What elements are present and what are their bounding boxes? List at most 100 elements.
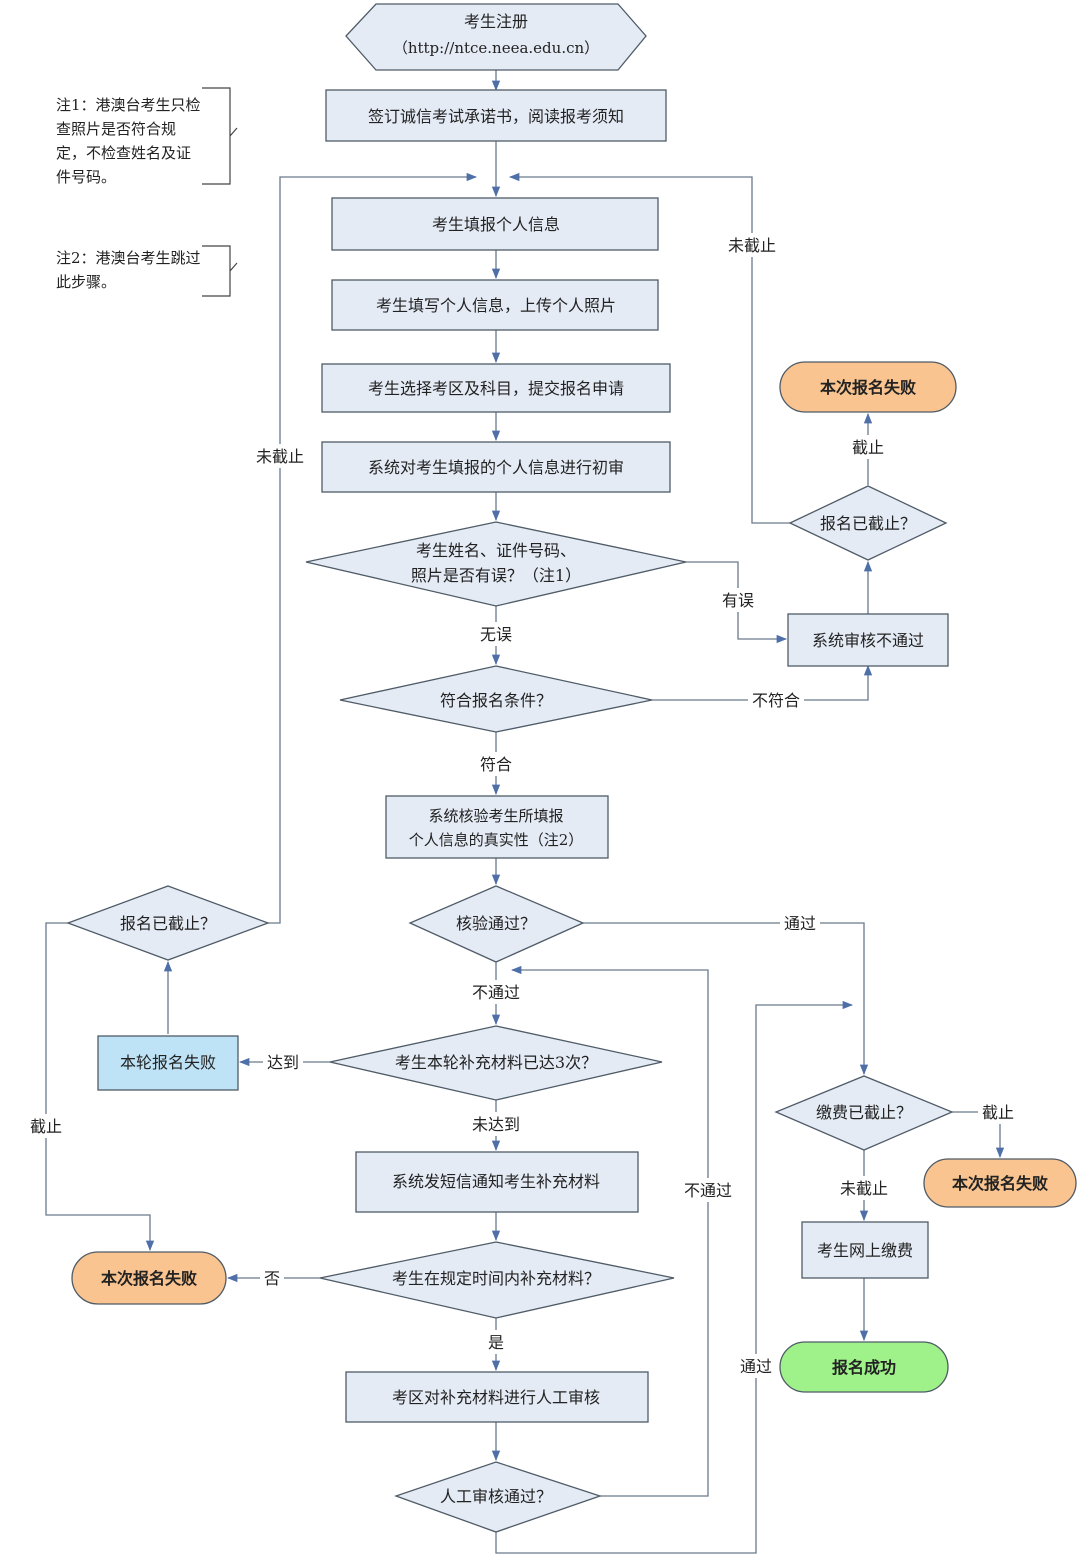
- supp-in-time-diamond: [319, 1241, 675, 1319]
- success-terminal: [779, 1341, 949, 1393]
- fail-right-text: 本次报名失败: [952, 1174, 1048, 1193]
- label-not-closed-left: 未截止: [256, 447, 304, 466]
- manual-review-box: [345, 1371, 649, 1423]
- note-1-line-4: 件号码。: [56, 168, 116, 186]
- edge-verify-ok: [583, 922, 869, 1076]
- manual-pass-text: 人工审核通过？: [440, 1487, 552, 1506]
- label-not-eligible: 不符合: [752, 691, 800, 710]
- edge-not-closed-right: [508, 172, 790, 524]
- note-1-line-1: 注1：港澳台考生只检: [56, 96, 201, 114]
- node-sign: 签订诚信考试承诺书，阅读报考须知: [325, 89, 667, 142]
- node-pay-deadline: 缴费已截止？: [774, 1075, 954, 1151]
- node-sys-fail: 系统审核不通过: [787, 613, 949, 667]
- node-start: 考生注册 （http://ntce.neea.edu.cn）: [345, 3, 647, 71]
- note-2-bracket: [202, 245, 238, 297]
- edge-manual-not-pass: [510, 965, 709, 1497]
- note-2-line-1: 注2：港澳台考生跳过: [56, 249, 201, 267]
- sys-fail-text: 系统审核不通过: [812, 631, 924, 650]
- eligible-text: 符合报名条件？: [440, 691, 552, 710]
- fail-left-text: 本次报名失败: [101, 1269, 197, 1288]
- verify-pass-text: 核验通过？: [456, 914, 536, 933]
- fail-right-terminal: [923, 1158, 1077, 1208]
- fill-info-text: 考生填报个人信息: [432, 215, 560, 234]
- node-upload-photo: 考生填写个人信息，上传个人照片: [331, 279, 659, 331]
- edge-not-eligible: [652, 664, 873, 701]
- edge-manual-pass-ok: [495, 1000, 854, 1554]
- node-round-fail: 本轮报名失败: [97, 1035, 239, 1091]
- node-select-area: 考生选择考区及科目，提交报名申请: [321, 363, 671, 413]
- check-error-diamond: [305, 521, 687, 607]
- node-supp-in-time: 考生在规定时间内补充材料？: [319, 1241, 675, 1319]
- node-fail-right: 本次报名失败: [923, 1158, 1077, 1208]
- sign-text: 签订诚信考试承诺书，阅读报考须知: [368, 107, 624, 126]
- sms-text: 系统发短信通知考生补充材料: [392, 1172, 600, 1191]
- label-has-error: 有误: [722, 591, 754, 610]
- verify-pass-diamond: [408, 885, 585, 963]
- node-fail-left: 本次报名失败: [71, 1251, 227, 1305]
- label-closed-left: 截止: [30, 1117, 62, 1136]
- note-1-line-3: 定，不检查姓名及证: [56, 144, 191, 162]
- verify-box: [385, 795, 609, 859]
- eligible-diamond: [339, 665, 653, 733]
- node-pay-online: 考生网上缴费: [801, 1221, 929, 1279]
- start-hexagon: [345, 3, 647, 71]
- note-1: 注1：港澳台考生只检 查照片是否符合规 定，不检查姓名及证 件号码。: [56, 87, 238, 186]
- label-not-pass: 不通过: [472, 983, 520, 1002]
- fill-info-box: [331, 197, 659, 251]
- node-deadline-right: 报名已截止？: [788, 485, 948, 561]
- upload-photo-text: 考生填写个人信息，上传个人照片: [376, 296, 616, 315]
- node-verify-pass: 核验通过？: [408, 885, 585, 963]
- check-error-line-1: 考生姓名、证件号码、: [416, 541, 576, 560]
- label-pay-not-closed: 未截止: [840, 1179, 888, 1198]
- start-url: （http://ntce.neea.edu.cn）: [393, 39, 599, 57]
- initial-review-text: 系统对考生填报的个人信息进行初审: [368, 458, 624, 477]
- supp-in-time-text: 考生在规定时间内补充材料？: [392, 1269, 600, 1288]
- sys-fail-box: [787, 613, 949, 667]
- label-no: 否: [264, 1269, 280, 1288]
- node-check-error: 考生姓名、证件号码、 照片是否有误？（注1）: [305, 521, 687, 607]
- sign-box: [325, 89, 667, 142]
- node-deadline-left: 报名已截止？: [66, 885, 270, 961]
- label-eligible-yes: 符合: [480, 755, 512, 774]
- node-manual-review: 考区对补充材料进行人工审核: [345, 1371, 649, 1423]
- fail-top-terminal: [779, 361, 957, 413]
- node-initial-review: 系统对考生填报的个人信息进行初审: [321, 441, 671, 493]
- success-text: 报名成功: [832, 1358, 896, 1377]
- label-not-reached: 未达到: [472, 1115, 520, 1134]
- pay-online-text: 考生网上缴费: [817, 1241, 913, 1260]
- node-fail-top: 本次报名失败: [779, 361, 957, 413]
- node-eligible: 符合报名条件？: [339, 665, 653, 733]
- fail-top-text: 本次报名失败: [820, 378, 916, 397]
- check-error-line-2: 照片是否有误？（注1）: [411, 566, 581, 585]
- label-pay-closed: 截止: [982, 1103, 1014, 1122]
- select-area-box: [321, 363, 671, 413]
- note-1-bracket: [202, 87, 238, 185]
- pay-deadline-diamond: [774, 1075, 954, 1151]
- node-verify: 系统核验考生所填报 个人信息的真实性（注2）: [385, 795, 609, 859]
- label-yes: 是: [488, 1333, 504, 1352]
- deadline-right-diamond: [788, 485, 948, 561]
- manual-review-text: 考区对补充材料进行人工审核: [392, 1388, 600, 1407]
- supp-count-diamond: [329, 1025, 663, 1101]
- label-manual-pass: 通过: [740, 1357, 772, 1376]
- initial-review-box: [321, 441, 671, 493]
- label-pass: 通过: [784, 914, 816, 933]
- supp-count-text: 考生本轮补充材料已达3次？: [395, 1053, 597, 1072]
- sms-box: [355, 1151, 639, 1213]
- start-title: 考生注册: [464, 12, 528, 31]
- deadline-left-diamond: [66, 885, 270, 961]
- node-sms: 系统发短信通知考生补充材料: [355, 1151, 639, 1213]
- node-supp-count: 考生本轮补充材料已达3次？: [329, 1025, 663, 1101]
- upload-photo-box: [331, 279, 659, 331]
- label-reached: 达到: [267, 1053, 299, 1072]
- round-fail-box: [97, 1035, 239, 1091]
- deadline-left-text: 报名已截止？: [120, 914, 216, 933]
- label-manual-not-pass: 不通过: [684, 1181, 732, 1200]
- label-not-closed-right: 未截止: [728, 236, 776, 255]
- note-1-line-2: 查照片是否符合规: [56, 120, 176, 138]
- manual-pass-diamond: [394, 1461, 603, 1533]
- node-success: 报名成功: [779, 1341, 949, 1393]
- fail-left-terminal: [71, 1251, 227, 1305]
